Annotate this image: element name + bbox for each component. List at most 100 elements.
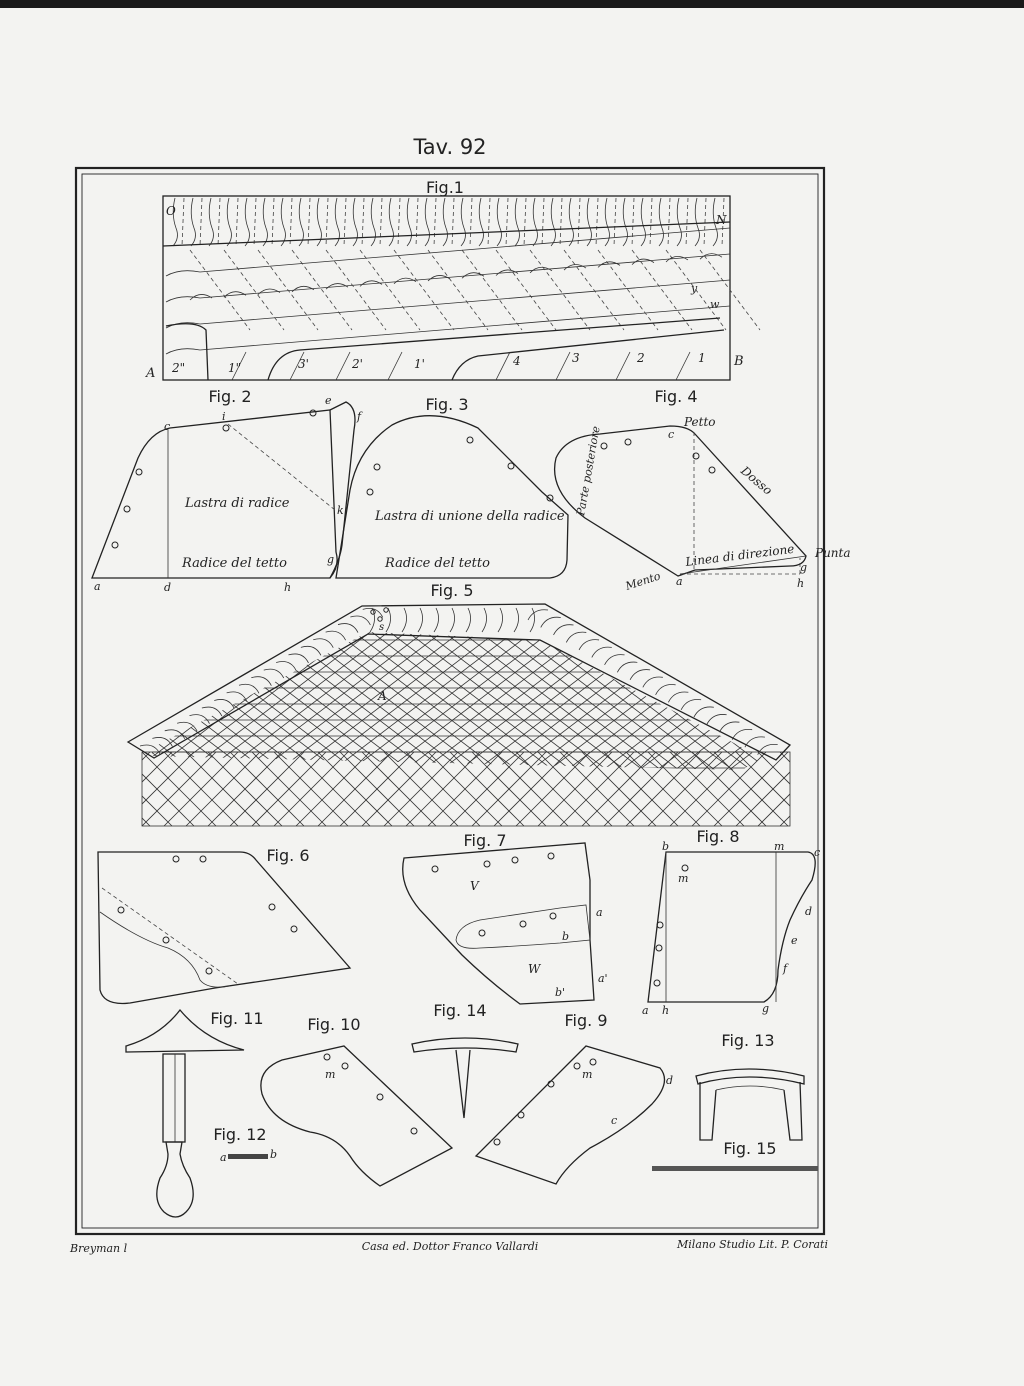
fig5-hatch-b (868, 752, 942, 826)
fig8-letter-e: e (791, 934, 798, 947)
footer-right: Milano Studio Lit. P. Corati (676, 1238, 828, 1251)
fig5-hatch-b (361, 752, 437, 826)
fig1-top-slate-line (586, 197, 592, 247)
fig5-grid-line-b (247, 632, 459, 770)
fig6-nail-hole (162, 936, 170, 944)
fig5-grid-line-b (1004, 620, 1024, 780)
fig1-top-slate-line (172, 197, 178, 247)
fig5-ridge-curl (139, 744, 161, 755)
fig5-grid-line-a (150, 632, 225, 770)
fig5-ridge-curl (226, 691, 247, 702)
figure-3: Fig. 3 Lastra di unione della radice Rad… (335, 395, 569, 579)
fig5-grid-line-b (914, 620, 1024, 780)
fig1-top-slate-line (334, 197, 340, 247)
fig7-nail-hole (511, 856, 519, 864)
fig5-ridge-curl (680, 699, 702, 710)
fig1-top-slate-dash (343, 197, 347, 247)
fig5-hatch-b (956, 752, 1024, 826)
fig9-nail-hole (493, 1138, 501, 1146)
fig5-grid-line-b (0, 620, 116, 780)
fig12-strip (228, 1154, 268, 1159)
fig3-text-radice: Radice del tetto (384, 556, 490, 571)
fig5-grid-line-b (697, 632, 762, 770)
fig15-caption: Fig. 15 (723, 1139, 776, 1158)
fig5-ridge-curl (465, 607, 471, 633)
figure-11: Fig. 11 (125, 1008, 264, 1218)
fig7-nail-hole (549, 912, 557, 920)
fig1-top-slate-line (568, 197, 574, 247)
fig1-shingle-rows (162, 197, 761, 381)
fig1-diagonal-dash (597, 249, 659, 331)
fig5-hatch-a (846, 752, 920, 826)
fig1-top-slate-dash (649, 197, 653, 247)
fig1-top-slate-line (352, 197, 358, 247)
fig13-staple-top (695, 1068, 805, 1085)
fig1-scallop (257, 288, 281, 295)
fig1-top-slate-dash (199, 197, 203, 247)
fig1-num-4: 4 (512, 354, 521, 368)
fig1-scallop (189, 294, 213, 301)
fig1-top-slate-dash (217, 197, 221, 247)
fig14-nail-shank (455, 1049, 471, 1119)
fig1-top-slate-dash (415, 197, 419, 247)
fig5-ridge-curl (288, 653, 309, 664)
fig1-scallop (699, 253, 723, 260)
fig12-letter-b: b (270, 1148, 277, 1161)
outer-frame (74, 166, 826, 1236)
fig1-top-slate-line (388, 197, 394, 247)
fig2-caption: Fig. 2 (209, 387, 252, 406)
fig5-grid-line-b (175, 632, 387, 770)
fig5-hatch-b (163, 752, 239, 826)
fig5-grid-line-b (986, 620, 1024, 780)
fig5-ridge-curl (325, 630, 346, 641)
fig5-ridge-curl (527, 609, 549, 621)
fig5-grid-line-b (878, 620, 1024, 780)
fig5-grid-line-b (337, 632, 549, 770)
fig5-hatch-a (757, 752, 790, 826)
fig5-grid-line-a (150, 632, 261, 770)
fig1-top-slate-dash (379, 197, 383, 247)
fig5-grid-line-b (643, 632, 762, 770)
fig5-hatch-b (32, 752, 106, 826)
fig14-nail-head (411, 1037, 519, 1053)
figure-7: Fig. 7 V a b W a' b' (402, 831, 608, 1005)
fig1-top-slate-line (280, 197, 286, 247)
fig6-overlap-curve (99, 911, 231, 988)
fig1-top-slate-dash (271, 197, 275, 247)
fig5-hatch-b (603, 752, 679, 826)
fig5-hatch-a (956, 752, 1024, 826)
fig13-staple-right-leg (783, 1081, 803, 1141)
fig1-caption: Fig.1 (426, 178, 464, 197)
fig1-letter-n: N (715, 213, 727, 227)
fig4-plate-outline (554, 425, 807, 577)
fig4-nail-hole (624, 438, 632, 446)
fig5-hatch-a (868, 752, 942, 826)
fig5-grid-line-a (0, 620, 8, 780)
fig5-hatch-b (383, 752, 459, 826)
fig2-nail-hole (309, 409, 317, 417)
fig4-nail-hole (708, 466, 716, 474)
fig1-num-2: 2 (636, 351, 645, 365)
fig1-diagonal-dash (325, 249, 387, 331)
fig5-grid-line-a (150, 632, 297, 770)
fig5-grid-line-a (0, 620, 98, 780)
fig1-num-3: 3 (572, 351, 580, 365)
fig2-text-radice: Radice del tetto (181, 556, 287, 571)
fig10-caption: Fig. 10 (307, 1015, 360, 1034)
fig8-nail-hole (681, 864, 689, 872)
fig5-grid-line-b (860, 620, 1024, 780)
fig5-hatch-b (449, 752, 525, 826)
fig5-grid-line-b (715, 632, 762, 770)
fig5-hatch-a (142, 752, 173, 826)
fig5-grid-line-b (733, 632, 762, 770)
fig5-ridge-curl (313, 638, 334, 648)
fig5-hatch-b (273, 752, 349, 826)
fig5-hatch-b (0, 752, 18, 826)
fig7-nail-hole (483, 860, 491, 868)
fig1-scallop (461, 272, 485, 279)
fig11-tool-handle (156, 1141, 194, 1218)
fig2-letter-a: a (94, 580, 101, 593)
fig5-grid-line-a (896, 620, 1024, 780)
fig4-letter-c: c (668, 428, 674, 441)
fig1-diagonal-dash (495, 249, 557, 331)
